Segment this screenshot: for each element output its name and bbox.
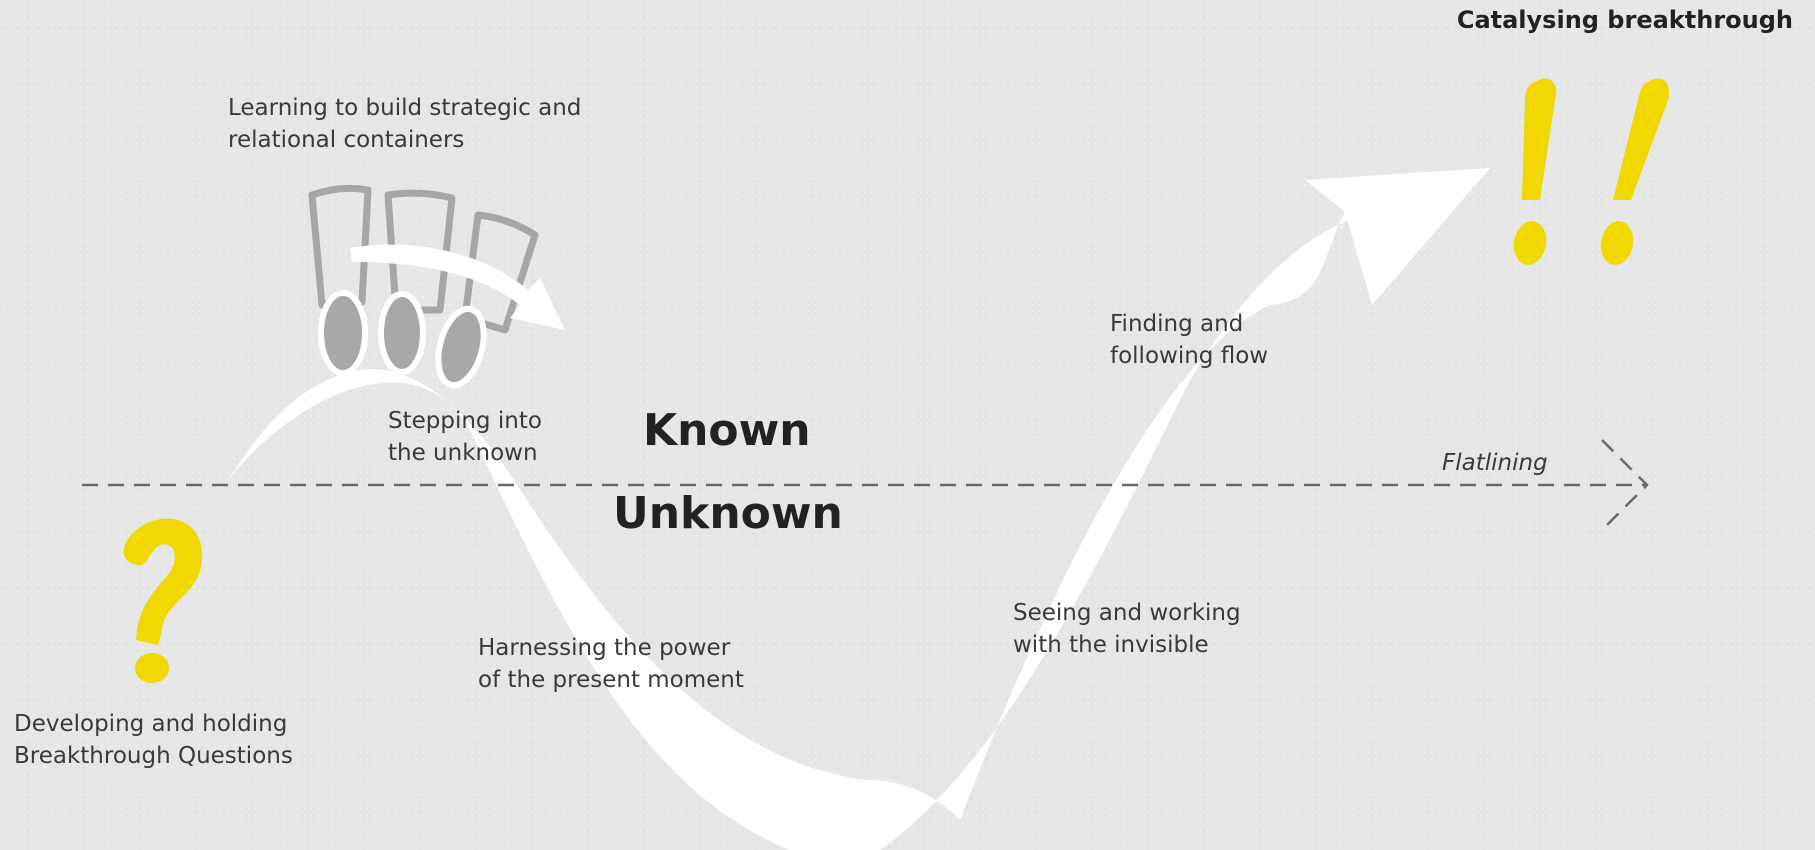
known-label: Known <box>643 405 811 456</box>
question-mark-icon <box>123 518 203 683</box>
flatlining-label: Flatlining <box>1442 450 1548 476</box>
diagram-title: Catalysing breakthrough <box>1456 6 1793 34</box>
containers-icon <box>308 184 539 334</box>
unknown-label: Unknown <box>613 488 843 539</box>
double-exclamation-icon <box>1513 78 1670 265</box>
journey-arrowhead <box>1305 168 1490 305</box>
containers-arrow-icon <box>350 244 565 330</box>
journey-path <box>228 168 1490 850</box>
ovals-icon <box>318 290 487 389</box>
baseline-arrow-icon <box>1601 439 1649 531</box>
